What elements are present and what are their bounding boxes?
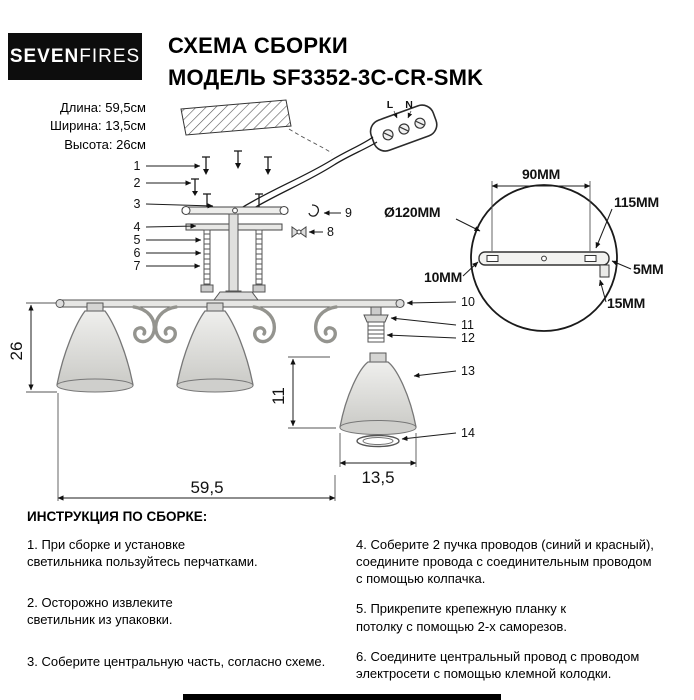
spec-height: Высота: 26см (64, 136, 146, 152)
wing-nut-icon (291, 226, 307, 238)
part-number-7: 7 (134, 259, 141, 273)
lamp-shade-left (56, 302, 134, 393)
part-number-8: 8 (327, 225, 334, 239)
part-number-9: 9 (345, 206, 352, 220)
lamp-shade-middle (176, 302, 254, 393)
dim-length-label: 59,5 (190, 478, 223, 497)
cutoff-text-bar (183, 694, 501, 700)
mounting-strap (181, 193, 289, 215)
spec-width: Ширина: 13,5см (49, 118, 146, 134)
ceiling-hatch (180, 99, 292, 136)
instruction-item-5: 5. Прикрепите крепежную планку к потолку… (356, 601, 567, 634)
wire-label-l: L (387, 99, 394, 111)
shade-ring (356, 434, 400, 448)
dimension-length-59-5: 59,5 (57, 393, 336, 501)
brand-logo-fires: FIRES (79, 45, 141, 67)
instruction-item-4: 4. Соберите 2 пучка проводов (синий и кр… (356, 537, 654, 587)
dim-120mm-label: Ø120ММ (384, 204, 440, 220)
part-number-13: 13 (461, 364, 475, 378)
mounting-hardware (181, 150, 319, 301)
page-title: СХЕМА СБОРКИ МОДЕЛЬ SF3352-3C-CR-SMK (168, 30, 483, 94)
wiring-terminal-block: L N (369, 99, 438, 152)
central-tube (228, 213, 239, 301)
dim-shade-height-label: 11 (269, 387, 288, 405)
dim-115mm-label: 115ММ (614, 194, 659, 210)
dim-10mm-label: 10ММ (424, 269, 462, 285)
instructions-heading: ИНСТРУКЦИЯ ПО СБОРКЕ: (27, 509, 208, 524)
mounting-bracket (478, 251, 610, 278)
part-number-6: 6 (134, 246, 141, 260)
instruction-item-6: 6. Соедините центральный провод с провод… (356, 648, 640, 681)
wire-label-n: N (405, 99, 413, 111)
part-number-3: 3 (134, 197, 141, 211)
assembly-diagram: L N (7, 99, 664, 501)
lamp-shade-detached (339, 352, 417, 435)
part-number-5: 5 (134, 233, 141, 247)
power-wires (233, 128, 378, 215)
instructions-left-column: 1. При сборке и установке светильника по… (27, 536, 332, 694)
brand-logo-seven: SEVEN (9, 45, 80, 67)
dim-90mm-label: 90ММ (522, 166, 560, 182)
spec-length: Длина: 59,5см (59, 100, 146, 115)
dim-height-label: 26 (7, 342, 26, 361)
dim-5mm-label: 5ММ (633, 261, 664, 277)
dimension-height-26: 26 (7, 302, 57, 393)
instructions-right-column: 4. Соберите 2 пучка проводов (синий и кр… (356, 536, 688, 695)
detail-circle: 90ММ 115ММ Ø120ММ 10ММ 5ММ 15ММ (384, 166, 664, 332)
part-number-2: 2 (134, 176, 141, 190)
dimension-shade-height-11: 11 (269, 356, 336, 429)
hook-icon (308, 204, 319, 217)
part-number-10: 10 (461, 295, 475, 309)
dim-shade-width-label: 13,5 (361, 468, 394, 487)
page-title-line2: МОДЕЛЬ SF3352-3C-CR-SMK (168, 64, 484, 90)
threaded-rod (200, 229, 266, 293)
page-title-line1: СХЕМА СБОРКИ (168, 33, 348, 58)
screw-icon (191, 150, 272, 196)
instruction-item-2: 2. Осторожно извлеките светильник из упа… (27, 595, 173, 628)
instruction-item-3: 3. Соберите центральную часть, согласно … (27, 653, 326, 669)
part-number-11: 11 (461, 318, 474, 332)
fixture-bar (55, 291, 405, 308)
instruction-item-1: 1. При сборке и установке светильника по… (27, 537, 258, 570)
spec-list: Длина: 59,5см Ширина: 13,5см Высота: 26с… (4, 99, 146, 154)
part-number-4: 4 (134, 220, 141, 234)
part-number-14: 14 (461, 426, 475, 440)
dim-15mm-label: 15ММ (607, 295, 645, 311)
part-number-12: 12 (461, 331, 475, 345)
part-callouts: 1 2 3 4 5 6 7 8 9 10 11 12 13 1 (134, 159, 475, 441)
dimension-shade-width-13-5: 13,5 (339, 433, 417, 487)
part-number-1: 1 (134, 159, 141, 173)
socket-assembly (363, 306, 389, 343)
